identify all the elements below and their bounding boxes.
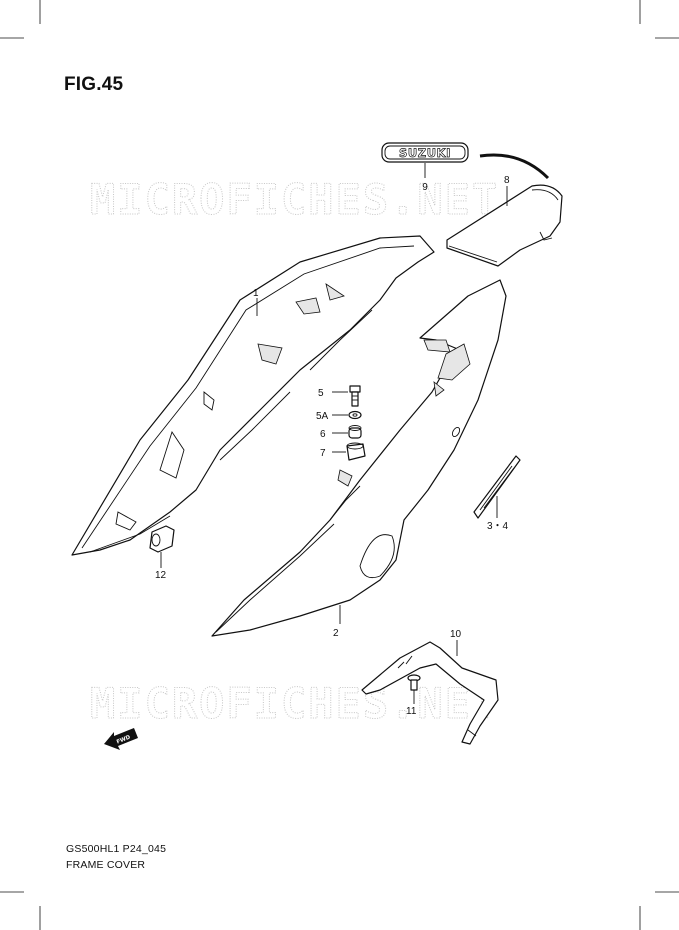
part-9-emblem: SUZUKI	[381, 142, 469, 163]
watermark-top: MICROFICHES.NET	[90, 175, 499, 224]
fwd-label: FWD	[116, 734, 132, 745]
callout-1: 1	[253, 288, 259, 299]
callout-5: 5	[318, 388, 324, 399]
part-2-right-frame-cover	[211, 279, 507, 637]
callout-6: 6	[320, 429, 326, 440]
forward-direction-arrow: FWD	[104, 728, 138, 750]
callout-5a: 5A	[316, 411, 329, 422]
part-7-cushion	[346, 442, 366, 461]
callout-7: 7	[320, 448, 326, 459]
part-5-bolt	[349, 385, 361, 407]
part-5a-washer	[348, 410, 362, 420]
figure-code: GS500HL1 P24_045	[66, 843, 167, 855]
callout-9: 9	[422, 182, 428, 193]
watermark-bottom: MICROFICHES.NET	[90, 679, 499, 728]
part-1-left-frame-cover	[71, 235, 435, 556]
part-10-grab-cover	[361, 641, 499, 745]
callout-10: 10	[450, 629, 462, 640]
callout-2: 2	[333, 628, 339, 639]
part-8-tail-cover	[446, 184, 563, 267]
part-12-grommet	[149, 525, 175, 553]
emblem-text: SUZUKI	[399, 146, 451, 160]
callout-12: 12	[155, 570, 167, 581]
callout-8: 8	[504, 175, 510, 186]
callout-11: 11	[406, 706, 417, 717]
callout-3-4: 3・4	[487, 521, 509, 532]
part-6-collar	[348, 425, 362, 439]
part-11-screw	[407, 674, 421, 691]
figure-name: FRAME COVER	[66, 859, 146, 871]
part-3-4-side-emblem	[473, 455, 521, 519]
figure-title: FIG.45	[64, 74, 124, 95]
